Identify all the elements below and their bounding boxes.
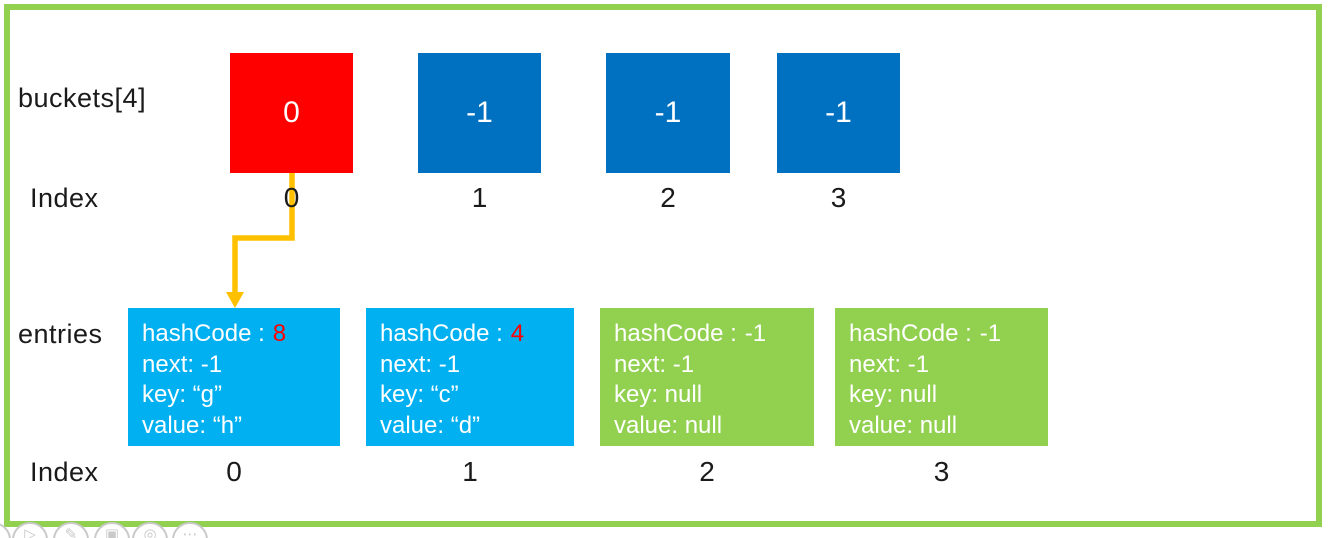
hashcode-value: 4 — [510, 320, 525, 347]
entry-index-0: 0 — [226, 456, 242, 487]
entry-cell-1: hashCode : 4 next: -1 key: “c” value: “d” — [366, 308, 574, 446]
entry-cell-3: hashCode : -1 next: -1 key: null value: n… — [835, 308, 1048, 446]
entry-hashcode-line: hashCode : -1 — [614, 319, 814, 350]
entry-cell-0: hashCode : 8 next: -1 key: “g” value: “h” — [128, 308, 340, 446]
entry-index-3: 3 — [933, 456, 950, 487]
bucket-value: -1 — [825, 96, 852, 129]
hashcode-value: -1 — [979, 320, 1002, 347]
entry-value-line: value: null — [849, 411, 958, 439]
hashcode-label: hashCode : — [142, 320, 265, 347]
entry-cell-2: hashCode : -1 next: -1 key: null value: n… — [600, 308, 814, 446]
entry-index-1: 1 — [462, 456, 478, 487]
entry-key-line: key: “g” — [142, 381, 223, 408]
entry-key-line: key: null — [849, 381, 938, 408]
entries-array-label: entries — [18, 319, 103, 349]
bucket-cell-0: 0 — [230, 53, 353, 173]
bucket-cell-1: -1 — [418, 53, 541, 173]
hashcode-value: -1 — [744, 320, 767, 347]
entry-next-line: next: -1 — [614, 350, 695, 378]
bucket-index-label: Index — [30, 183, 99, 213]
entry-value-line: value: “d” — [380, 411, 481, 439]
entry-value-line: value: null — [614, 411, 723, 439]
entry-key-line: key: “c” — [380, 381, 459, 408]
bucket-cell-3: -1 — [777, 53, 900, 173]
hashcode-label: hashCode : — [380, 320, 503, 347]
bucket-index-2: 2 — [660, 182, 676, 213]
entry-key-line: key: null — [614, 381, 703, 408]
hashcode-value: 8 — [272, 320, 287, 347]
entry-hashcode-line: hashCode : 8 — [142, 319, 340, 350]
buckets-array-label: buckets[4] — [18, 83, 147, 113]
hashcode-label: hashCode : — [849, 320, 972, 347]
entry-hashcode-line: hashCode : -1 — [849, 319, 1048, 350]
hashcode-label: hashCode : — [614, 320, 737, 347]
entry-next-line: next: -1 — [380, 350, 461, 378]
bucket-value: -1 — [654, 96, 682, 129]
diagram-border — [4, 4, 1322, 527]
bucket-value: 0 — [283, 96, 300, 129]
entry-value-line: value: “h” — [142, 411, 243, 439]
entry-next-line: next: -1 — [142, 350, 223, 378]
bucket-cell-2: -1 — [606, 53, 730, 173]
bucket-value: -1 — [466, 96, 493, 129]
bucket-index-3: 3 — [830, 182, 847, 213]
bucket-index-0: 0 — [283, 182, 300, 213]
entry-index-2: 2 — [699, 456, 715, 487]
entries-index-label: Index — [30, 457, 99, 487]
bucket-index-1: 1 — [471, 182, 488, 213]
entry-next-line: next: -1 — [849, 350, 930, 378]
entry-hashcode-line: hashCode : 4 — [380, 319, 574, 350]
